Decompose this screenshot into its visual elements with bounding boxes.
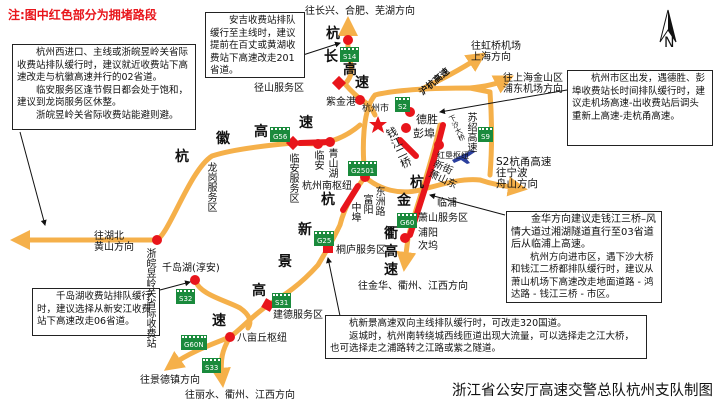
route-shield: S14: [339, 47, 360, 62]
label-fuyang: 富阳: [361, 194, 372, 214]
label-jingshan: 径山服务区: [254, 83, 304, 94]
label-s2: S2杭甬高速 往宁波 舟山方向: [496, 156, 552, 190]
label-tonglu: 桐庐服务区: [336, 245, 386, 256]
label-bamuqiu: 八亩丘枢纽: [237, 333, 287, 344]
road-char: 杭: [326, 26, 340, 42]
road-char: 速: [355, 75, 369, 91]
label-to-changxing: 往长兴、合肥、芜湖方向: [305, 6, 415, 17]
callout-lines: [19, 41, 568, 317]
label-to-lishui: 往丽水、衢州、江西方向: [185, 390, 295, 401]
route-shield: S31: [271, 293, 292, 308]
road-char: 高: [384, 244, 398, 260]
tip-box-jinhua: 金华方向建议走钱江三桥–风情大道过湘湖隧道直行至03省道后从临浦上高速。 杭州方…: [506, 211, 662, 303]
road-char: 高: [252, 283, 266, 299]
road-char: 长: [324, 49, 338, 65]
tip-text: 杭州方向进市区，遇下沙大桥和钱江二桥都排队缓行时，建议从萧山机场下高速改走地面道…: [511, 251, 654, 301]
tip-text: 临安服务区逢节假日都会处于饱和，建议到龙岗服务区休整。: [17, 84, 189, 109]
label-xiaoshan-sa: 萧山服务区: [418, 213, 468, 224]
road-char: 速: [384, 262, 398, 278]
road-hangxinjing: [163, 174, 368, 371]
route-shield: G56: [269, 127, 291, 142]
route-shield: S9: [478, 127, 493, 142]
tip-box-qiandao: 千岛湖收费站排队缓行时，建议选择从新安江收费站下高速改走06省道。: [32, 288, 160, 336]
route-shield: G60N: [181, 335, 207, 350]
label-linan: 临安: [312, 150, 323, 170]
label-jiande: 建德服务区: [273, 310, 323, 321]
tip-text: 千岛湖收费站排队缓行时，建议选择从新安江收费站下高速改走06省道。: [37, 291, 152, 327]
label-yuling: 浙皖昱岭关省际收费站: [144, 248, 155, 348]
label-linpu: 临浦: [437, 198, 457, 209]
tip-text: 金华方向建议走钱江三桥–风情大道过湘湖隧道直行至03省道后从临浦上高速。: [511, 214, 656, 250]
tip-text: 杭新景高速双向主线排队缓行时，可改走320国道。: [349, 318, 567, 329]
road-s2: [477, 176, 528, 197]
toll-markers: [152, 35, 444, 342]
label-hangzhou: 杭州市: [362, 104, 390, 114]
road-char: 新: [298, 222, 312, 238]
road-jinshan: [467, 75, 514, 94]
compass-icon: [659, 9, 677, 43]
road-char: 速: [299, 115, 313, 131]
tip-box-anji: 安吉收费站排队缓行至主线时，建议提前在百丈或黄湖收费站下高速改走201省道。: [205, 12, 305, 78]
road-char: 高: [343, 62, 357, 78]
label-puyang: 浦阳: [418, 228, 438, 239]
road-char: 杭: [175, 149, 189, 165]
ring-road: [360, 85, 494, 195]
label-sushao: 苏绍高速: [465, 112, 476, 152]
airport-icon: [452, 150, 475, 164]
label-qiandaohu: 千岛湖(淳安): [162, 263, 220, 274]
label-hznan: 杭州南枢纽: [302, 181, 352, 192]
tip-text: 浙皖昱岭关省际收费站能避则避。: [36, 109, 179, 121]
tip-box-west: 杭州西进口、主线或浙皖昱岭关省际收费站排队缓行时，建议就近收费站下高速改走与杭徽…: [12, 44, 196, 130]
tip-text: 杭州西进口、主线或浙皖昱岭关省际收费站排队缓行时，建议就近收费站下高速改走与杭徽…: [17, 47, 189, 83]
route-shield: G2501: [347, 161, 378, 176]
route-shield: S33: [201, 358, 222, 373]
city-star-icon: [369, 116, 387, 133]
compass-label: N: [664, 35, 675, 51]
label-zhongbu: 中埠: [349, 202, 360, 222]
road-char: 杭: [410, 175, 424, 191]
map-credit: 浙江省公安厅高速交警总队杭州支队制图: [452, 383, 713, 399]
label-linan-sa: 临安服务区: [287, 153, 298, 203]
road-char: 景: [278, 254, 292, 270]
label-to-huangshan: 往湖北 黄山方向: [94, 231, 134, 253]
label-ciwu: 次坞: [418, 241, 438, 252]
route-shield: G25: [313, 231, 335, 246]
label-pengbu: 彭埠: [413, 127, 435, 140]
tip-text: 返城时，杭州南转绕城西线匝道出现大流量，可以选择走之江大桥，也可选择走之浦路转之…: [330, 330, 635, 355]
road-lishui: [210, 334, 233, 388]
label-longgang: 龙岗服务区: [205, 162, 216, 212]
road-char: 衢: [384, 226, 398, 242]
road-qiandaohu: [192, 277, 253, 331]
route-shield: S2: [395, 97, 410, 112]
route-shield: G60: [396, 213, 418, 228]
label-hongken: 红垦枢纽: [437, 151, 469, 160]
label-to-jingdezhen: 往景德镇方向: [140, 375, 200, 386]
road-hongqiao: [417, 52, 487, 93]
road-char: 速: [212, 313, 226, 329]
route-shield: S32: [175, 289, 196, 304]
tip-text: 杭州市区出发，遇德胜、彭埠收费站长时间排队缓行时，建议走机场高速-出收费站后调头…: [572, 73, 706, 122]
legend-note: 注:图中红色部分为拥堵路段: [8, 8, 157, 22]
tip-box-xinjing: 杭新景高速双向主线排队缓行时，可改走320国道。 返城时，杭州南转绕城西线匝道出…: [325, 315, 647, 359]
tip-box-city: 杭州市区出发，遇德胜、彭埠收费站长时间排队缓行时，建议走机场高速-出收费站后调头…: [567, 70, 713, 146]
label-to-hongqiao: 往虹桥机场 上海方向: [471, 41, 521, 63]
label-desheng: 德胜: [416, 113, 438, 126]
label-to-jinshan: 往上海金山区 浦东机场方向: [503, 73, 563, 95]
road-char: 杭: [321, 192, 335, 208]
label-dongzhou: 东洲路: [373, 186, 384, 216]
tip-text: 安吉收费站排队缓行至主线时，建议提前在百丈或黄湖收费站下高速改走201省道。: [210, 15, 296, 76]
label-to-jinhua: 往金华、衢州、江西方向: [358, 281, 468, 292]
label-zijingang: 紫金港: [326, 97, 356, 108]
road-char: 徽: [216, 131, 230, 147]
road-char: 高: [254, 124, 268, 140]
road-char: 金: [397, 193, 411, 209]
label-qingshanhu: 青山湖: [326, 148, 337, 178]
